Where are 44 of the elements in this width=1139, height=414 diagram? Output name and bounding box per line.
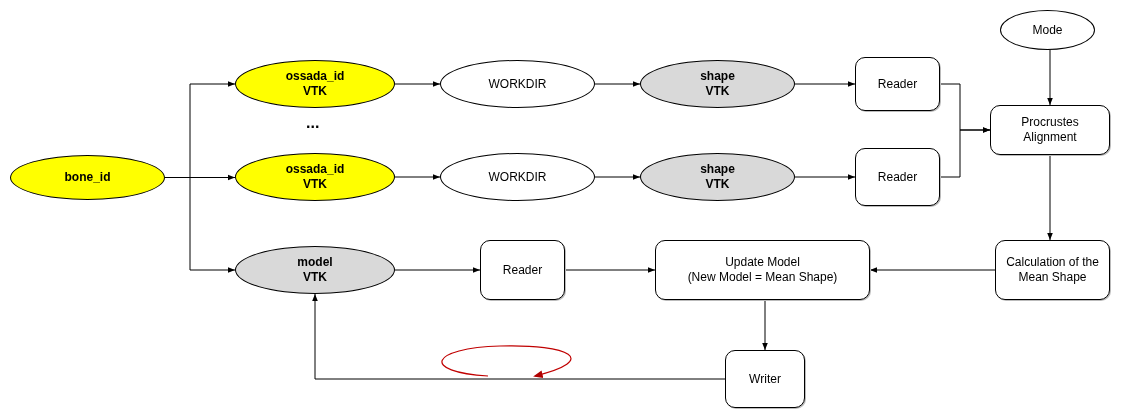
arrow bbox=[1047, 49, 1053, 106]
node-label: VTK bbox=[705, 177, 730, 192]
node-label: VTK bbox=[303, 270, 327, 285]
node-label: (New Model = Mean Shape) bbox=[687, 270, 838, 285]
arrow bbox=[794, 174, 856, 180]
process-box bbox=[725, 350, 805, 408]
process-box bbox=[855, 148, 940, 206]
node-label: Procrustes Alignment bbox=[1020, 115, 1080, 145]
arrow bbox=[594, 174, 641, 180]
process-box bbox=[480, 240, 565, 300]
node-label: Update Model bbox=[725, 255, 800, 270]
node-label: VTK bbox=[705, 84, 730, 99]
process-box bbox=[655, 240, 870, 300]
node-label: Writer bbox=[749, 371, 781, 387]
arrow bbox=[312, 293, 726, 380]
arrow bbox=[394, 267, 481, 273]
arrow bbox=[564, 267, 656, 273]
node-label: WORKDIR bbox=[488, 169, 547, 185]
node-label: Mode bbox=[1032, 22, 1063, 38]
arrow bbox=[869, 267, 996, 273]
node-label: VTK bbox=[303, 177, 327, 192]
node-label: shape bbox=[700, 69, 735, 84]
arrow bbox=[762, 299, 768, 351]
arrow bbox=[1047, 154, 1053, 241]
arrow bbox=[394, 81, 441, 87]
process-box bbox=[990, 105, 1110, 155]
node-label: ossada_id bbox=[285, 162, 345, 177]
node-label: Calculation of the Mean Shape bbox=[1005, 255, 1100, 285]
node-label: VTK bbox=[303, 84, 327, 99]
node-label: Reader bbox=[877, 76, 918, 92]
node-label: WORKDIR bbox=[488, 76, 547, 92]
node-label: Reader bbox=[877, 169, 918, 185]
node-label: model bbox=[297, 255, 333, 270]
arrow bbox=[794, 81, 856, 87]
process-box bbox=[995, 240, 1110, 300]
node-label: shape bbox=[700, 162, 735, 177]
node-label: bone_id bbox=[64, 170, 111, 185]
ellipsis-label: ... bbox=[306, 114, 320, 132]
arrow bbox=[939, 127, 991, 178]
process-box bbox=[855, 57, 940, 111]
node-label: Reader bbox=[502, 262, 543, 278]
node-label: ossada_id bbox=[285, 69, 345, 84]
arrow bbox=[394, 174, 441, 180]
arrow bbox=[594, 81, 641, 87]
